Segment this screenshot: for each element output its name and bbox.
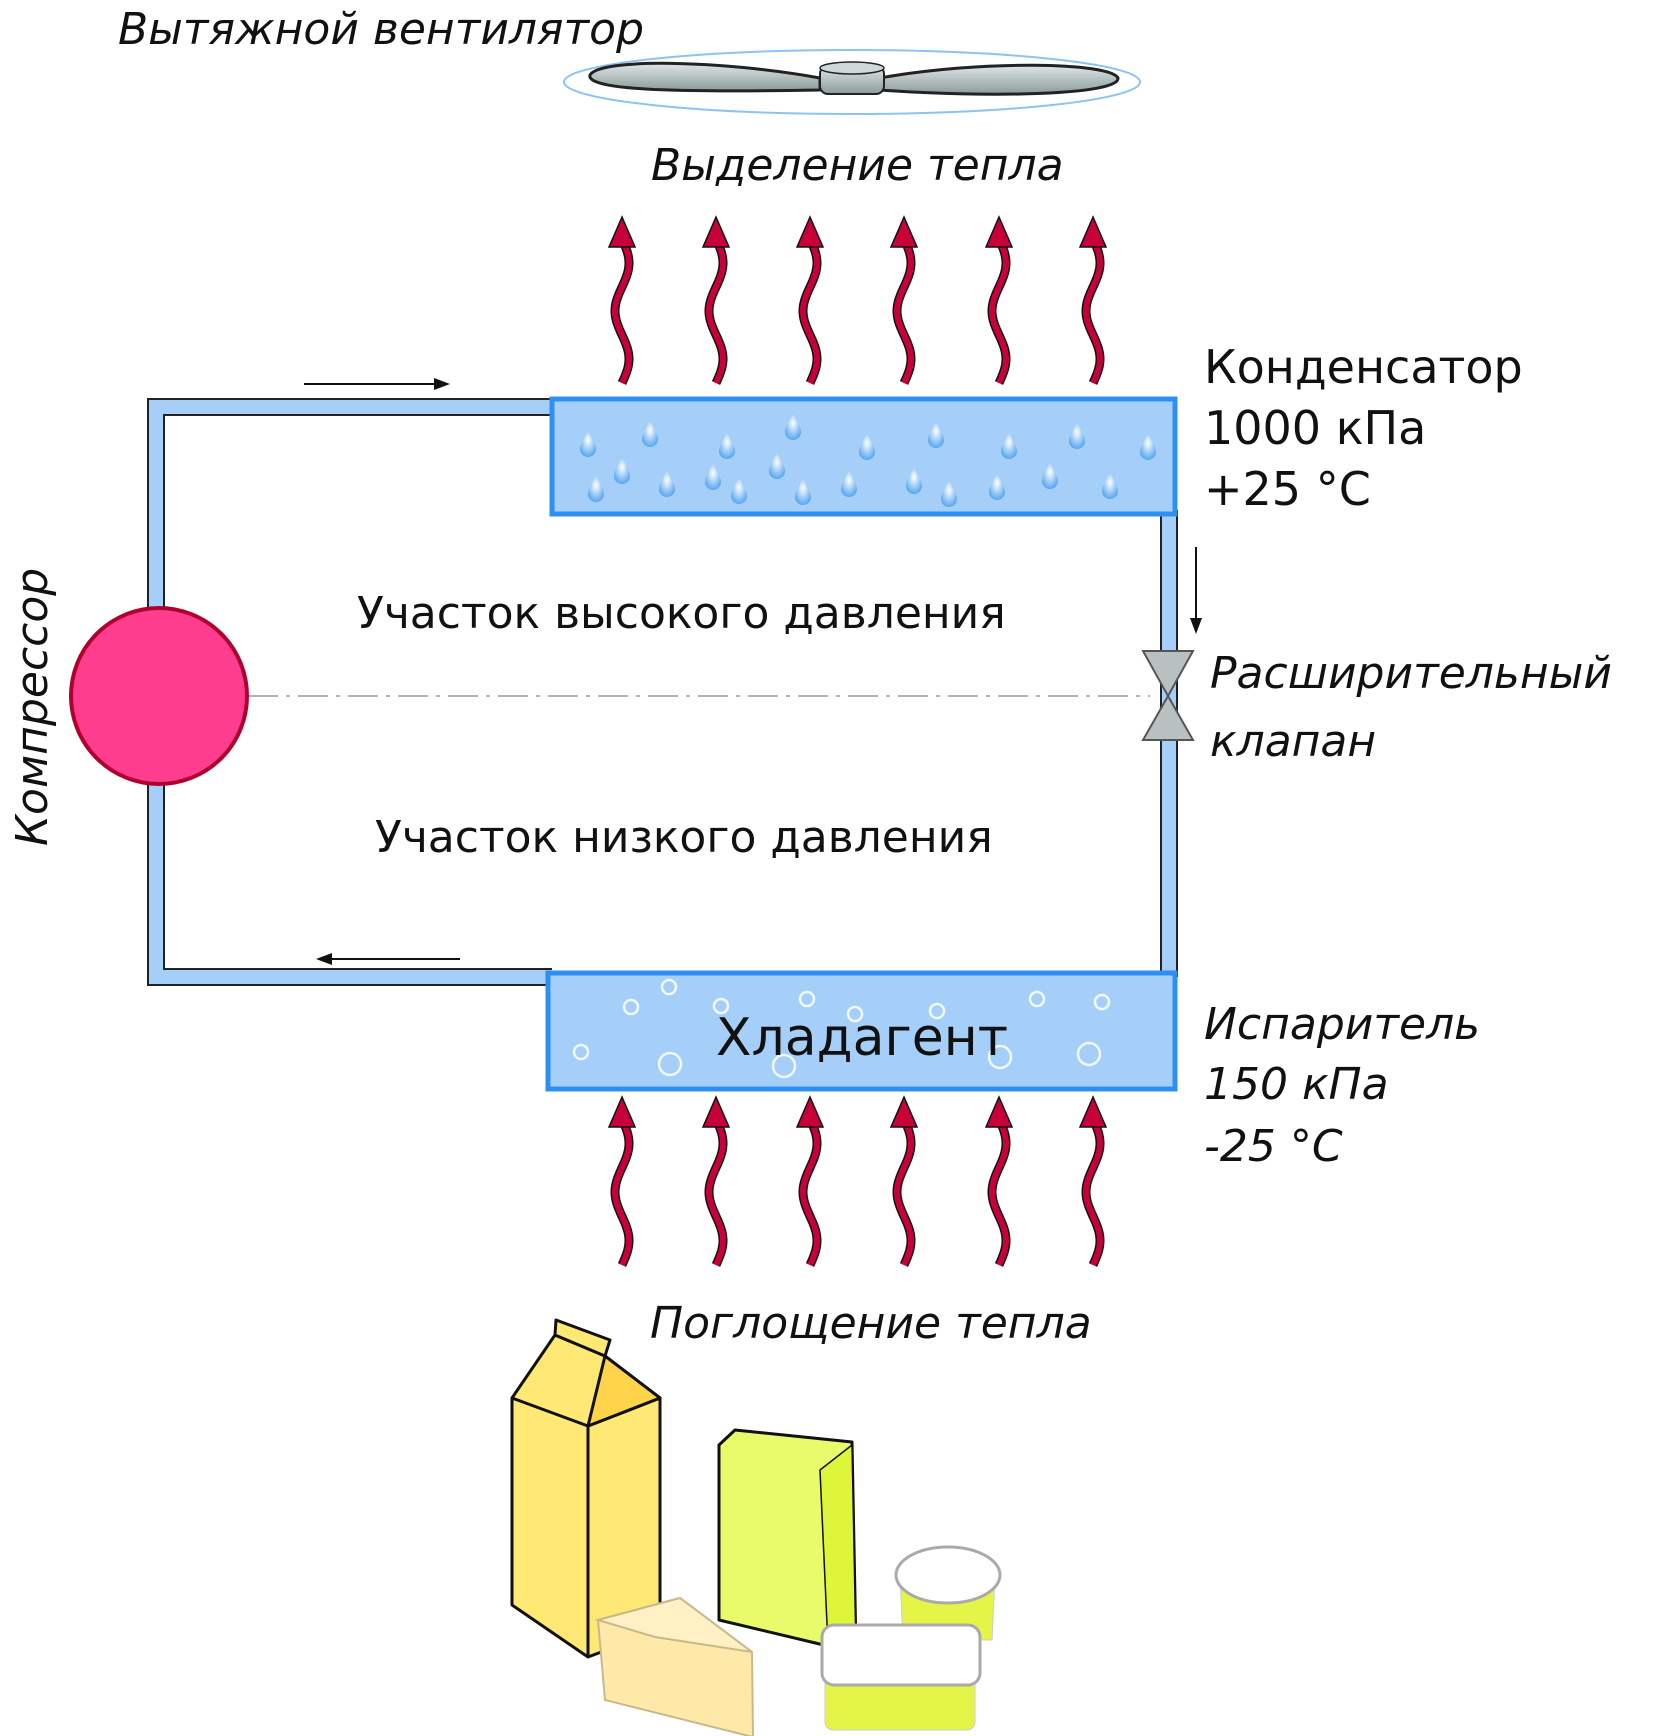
evaporator-temperature: -25 °C xyxy=(1204,1121,1343,1172)
evaporator-pressure: 150 кПа xyxy=(1204,1059,1389,1110)
heat-absorption-arrow-icon xyxy=(701,1095,731,1267)
droplet-icon xyxy=(1001,431,1017,459)
food-container-icon xyxy=(820,1623,982,1731)
exhaust-fan-icon xyxy=(563,49,1141,115)
expansion-valve-label-line2: клапан xyxy=(1210,716,1377,767)
bubble-icon xyxy=(712,997,730,1015)
bubble-icon xyxy=(622,998,640,1016)
high-pressure-zone-label: Участок высокого давления xyxy=(357,588,1006,639)
heat-absorption-label: Поглощение тепла xyxy=(650,1298,1092,1349)
bubble-icon xyxy=(1093,993,1111,1011)
droplet-icon xyxy=(705,462,721,490)
droplet-icon xyxy=(906,466,922,494)
heat-release-arrow-icon xyxy=(1078,215,1108,385)
heat-absorption-arrow-icon xyxy=(889,1095,919,1267)
droplet-icon xyxy=(989,472,1005,500)
bubble-icon xyxy=(798,990,816,1008)
evaporator-name: Испаритель xyxy=(1204,999,1481,1050)
compressor-label: Компрессор xyxy=(7,567,58,847)
droplet-icon xyxy=(769,451,785,479)
flow-arrow-down-icon xyxy=(1190,547,1202,634)
heat-release-arrow-icon xyxy=(889,215,919,385)
cheese-wedge-icon xyxy=(594,1596,754,1736)
droplet-icon xyxy=(642,419,658,447)
bubble-icon xyxy=(1028,990,1046,1008)
droplet-icon xyxy=(588,474,604,502)
droplet-icon xyxy=(859,432,875,460)
flow-arrow-left-icon xyxy=(316,953,460,965)
bubble-icon xyxy=(572,1043,590,1061)
heat-absorption-arrow-icon xyxy=(795,1095,825,1267)
heat-release-arrow-icon xyxy=(795,215,825,385)
milk-carton-icon xyxy=(510,1318,662,1659)
condenser-pressure: 1000 кПа xyxy=(1204,401,1427,455)
droplet-icon xyxy=(580,429,596,457)
fan-label: Вытяжной вентилятор xyxy=(118,4,645,55)
bubble-icon xyxy=(660,978,678,996)
condenser-name: Конденсатор xyxy=(1204,340,1523,394)
heat-release-arrow-icon xyxy=(984,215,1014,385)
bubble-icon xyxy=(771,1053,797,1079)
droplet-icon xyxy=(614,456,630,484)
expansion-valve-label-line1: Расширительный xyxy=(1210,648,1612,699)
flow-arrow-right-icon xyxy=(304,378,450,390)
heat-absorption-arrow-icon xyxy=(607,1095,637,1267)
juice-box-icon xyxy=(717,1428,858,1652)
droplet-icon xyxy=(941,479,957,507)
droplet-icon xyxy=(841,469,857,497)
refrigerant-label: Хладагент xyxy=(715,1008,1009,1068)
expansion-valve-icon xyxy=(1141,650,1195,741)
droplet-icon xyxy=(719,431,735,459)
bubble-icon xyxy=(928,1002,946,1020)
bubble-icon xyxy=(987,1044,1013,1070)
heat-absorption-arrow-icon xyxy=(1078,1095,1108,1267)
droplet-icon xyxy=(1102,471,1118,499)
droplet-icon xyxy=(795,477,811,505)
condenser-temperature: +25 °C xyxy=(1204,462,1371,516)
compressor-icon xyxy=(69,606,249,786)
bubble-icon xyxy=(846,1005,864,1023)
droplet-icon xyxy=(1042,461,1058,489)
heat-release-label: Выделение тепла xyxy=(651,140,1064,191)
droplet-icon xyxy=(1069,421,1085,449)
droplet-icon xyxy=(1140,432,1156,460)
bubble-icon xyxy=(657,1051,683,1077)
heat-release-arrow-icon xyxy=(607,215,637,385)
bubble-icon xyxy=(1076,1041,1102,1067)
droplet-icon xyxy=(731,476,747,504)
heat-absorption-arrow-icon xyxy=(984,1095,1014,1267)
droplet-icon xyxy=(659,469,675,497)
evaporator-box xyxy=(545,970,1178,1092)
droplet-icon xyxy=(785,412,801,440)
heat-release-arrow-icon xyxy=(701,215,731,385)
droplet-icon xyxy=(928,420,944,448)
low-pressure-zone-label: Участок низкого давления xyxy=(375,812,993,863)
condenser-box xyxy=(549,396,1178,517)
